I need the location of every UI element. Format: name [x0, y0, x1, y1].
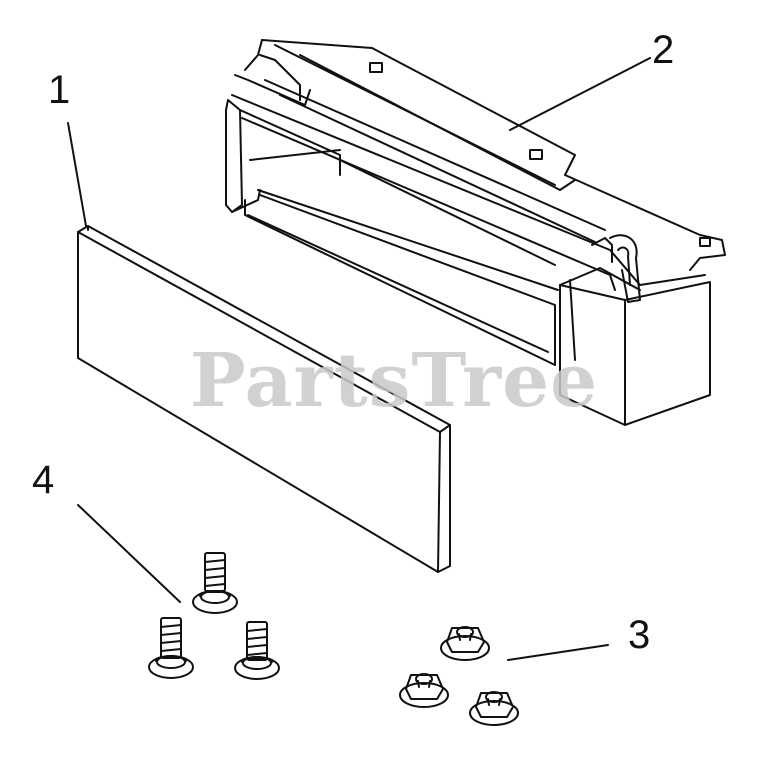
part-3-nuts: [399, 626, 519, 726]
nut-1: [440, 626, 490, 661]
leader-1: [67, 122, 87, 227]
leader-lines: [67, 57, 651, 661]
nut-2: [399, 673, 449, 708]
leader-3: [507, 644, 609, 661]
callout-2: 2: [652, 28, 675, 72]
nut-3: [469, 691, 519, 726]
part-2-housing: [225, 39, 726, 426]
watermark: PartsTree: [190, 338, 599, 424]
callout-4: 4: [32, 458, 55, 502]
leader-2: [509, 57, 651, 131]
part-1-pad: [77, 225, 451, 573]
bolt-3: [234, 621, 280, 680]
bolt-2: [148, 617, 194, 679]
bolt-1: [192, 552, 238, 614]
part-4-bolts: [148, 552, 280, 680]
callout-1: 1: [48, 68, 71, 112]
leader-4: [77, 504, 181, 603]
callout-3: 3: [628, 613, 651, 657]
